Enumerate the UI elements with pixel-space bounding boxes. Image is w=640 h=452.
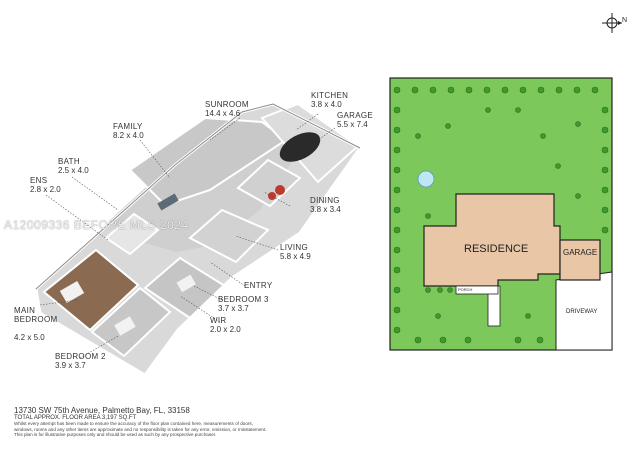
- room-label-bedroom3: BEDROOM 3 3.7 x 3.7: [218, 295, 269, 313]
- disclaimer-line: Whilst every attempt has been made to en…: [14, 421, 254, 426]
- room-dims: 3.7 x 3.7: [218, 304, 249, 313]
- disclaimer-line: This plan is for illustrative purposes o…: [14, 432, 217, 438]
- room-name: ENS: [30, 176, 48, 185]
- floor-plan-3d: [34, 102, 363, 377]
- room-label-ens: ENS 2.8 x 2.0: [30, 176, 61, 194]
- room-name: KITCHEN: [311, 91, 349, 100]
- room-name: BEDROOM 2: [55, 352, 106, 361]
- room-name: GARAGE: [337, 111, 374, 120]
- site-label-porch: PORCH: [458, 287, 473, 292]
- site-plan: [389, 77, 613, 351]
- room-dims: 8.2 x 4.0: [113, 131, 144, 140]
- room-label-bedroom2: BEDROOM 2 3.9 x 3.7: [55, 352, 106, 370]
- disclaimer-line: windows, rooms and any other items are a…: [14, 426, 267, 432]
- room-name: BEDROOM 3: [218, 295, 269, 304]
- room-name: WIR: [210, 316, 227, 325]
- tree-icons: [393, 86, 609, 344]
- site-label-driveway: DRIVEWAY: [566, 309, 598, 315]
- site-label-residence: RESIDENCE: [464, 243, 529, 255]
- compass-north-label: N: [622, 17, 628, 24]
- compass-icon: [602, 13, 622, 33]
- room-name: ENTRY: [244, 281, 273, 290]
- room-label-main-bedroom: MAIN BEDROOM 4.2 x 5.0: [14, 297, 57, 351]
- room-label-family: FAMILY 8.2 x 4.0: [113, 122, 144, 140]
- total-floor-area: TOTAL APPROX. FLOOR AREA 3,197 SQ.FT: [14, 415, 137, 421]
- room-dims: 5.8 x 4.9: [280, 252, 311, 261]
- room-dims: 14.4 x 4.6: [205, 109, 241, 118]
- room-label-kitchen: KITCHEN 3.8 x 4.0: [311, 91, 348, 109]
- room-dims: 3.8 x 4.0: [311, 100, 342, 109]
- watermark: A12009336 BEFORE MLS 2024: [4, 218, 189, 232]
- room-label-dining: DINING 3.8 x 3.4: [310, 196, 341, 214]
- room-dims: 2.0 x 2.0: [210, 325, 241, 334]
- room-dims: 5.5 x 7.4: [337, 120, 368, 129]
- room-dims: 2.8 x 2.0: [30, 185, 61, 194]
- room-dims: 3.8 x 3.4: [310, 205, 341, 214]
- room-dims: 3.9 x 3.7: [55, 361, 86, 370]
- room-name: LIVING: [280, 243, 309, 252]
- room-label-bath: BATH 2.5 x 4.0: [58, 157, 89, 175]
- room-name: MAIN BEDROOM: [14, 306, 58, 324]
- room-dims: 2.5 x 4.0: [58, 166, 89, 175]
- footer: 13730 SW 75th Avenue, Palmetto Bay, FL, …: [14, 406, 434, 438]
- room-name: BATH: [58, 157, 80, 166]
- room-label-entry: ENTRY: [244, 281, 272, 290]
- room-name: SUNROOM: [205, 100, 249, 109]
- room-label-wir: WIR 2.0 x 2.0: [210, 316, 241, 334]
- site-label-garage: GARAGE: [563, 248, 598, 257]
- room-name: FAMILY: [113, 122, 143, 131]
- property-address: 13730 SW 75th Avenue, Palmetto Bay, FL, …: [14, 406, 190, 415]
- room-label-sunroom: SUNROOM 14.4 x 4.6: [205, 100, 249, 118]
- room-label-garage: GARAGE 5.5 x 7.4: [337, 111, 373, 129]
- room-label-living: LIVING 5.8 x 4.9: [280, 243, 311, 261]
- room-name: DINING: [310, 196, 340, 205]
- room-dims: 4.2 x 5.0: [14, 333, 45, 342]
